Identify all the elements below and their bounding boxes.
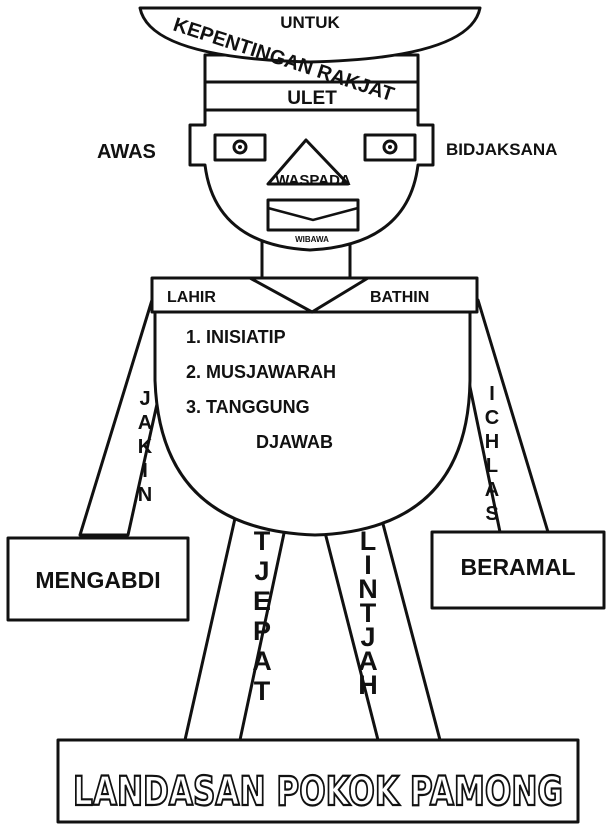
nose-triangle	[266, 138, 350, 186]
right-eye-icon	[363, 133, 417, 162]
chest-item-2: 2. MUSJAWARAH	[186, 362, 336, 382]
face-left-label: AWAS	[97, 141, 156, 163]
face-right-label: BIDJAKSANA	[446, 140, 557, 159]
chest-item-3: 3. TANGGUNG	[186, 397, 310, 417]
hat-brim	[138, 6, 482, 64]
left-hand-label: MENGABDI	[35, 567, 160, 593]
right-leg	[316, 503, 442, 742]
collar-v	[249, 276, 369, 314]
left-leg	[183, 503, 292, 742]
hat-top-text: UNTUK	[280, 13, 340, 32]
chest-item-4: DJAWAB	[256, 432, 333, 452]
nose-label: WASPADA	[275, 172, 351, 189]
collar-right-label: BATHIN	[370, 289, 429, 306]
mouth-icon	[266, 198, 360, 232]
right-hand-label: BERAMAL	[461, 554, 576, 580]
chest-item-1: 1. INISIATIP	[186, 327, 286, 347]
mouth-label: WIBAWA	[295, 235, 329, 244]
left-hand-box	[6, 536, 190, 622]
torso-shield	[150, 276, 479, 537]
collar-left-label: LAHIR	[167, 289, 216, 306]
left-eye-icon	[213, 133, 267, 162]
hat-band-text: ULET	[287, 88, 337, 109]
right-hand-box	[430, 530, 606, 610]
base-box	[56, 738, 580, 824]
base-label: LANDASAN POKOK PAMONG	[73, 769, 563, 815]
